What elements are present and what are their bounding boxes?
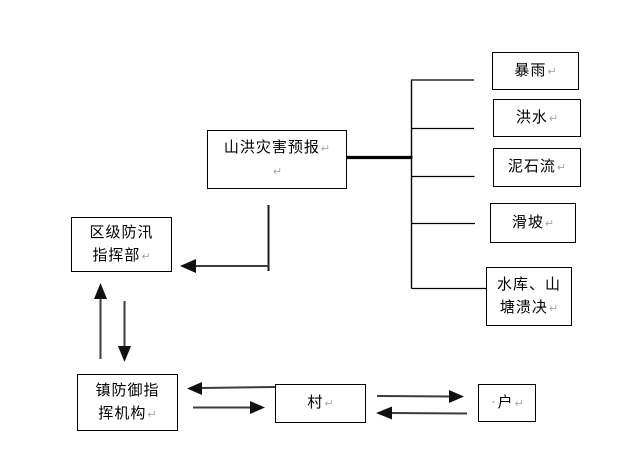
- arrow-head-right: [449, 390, 464, 403]
- arrow-head-left: [376, 406, 392, 420]
- node-district-flood-hq: 区级防汛 指挥部↵: [71, 217, 172, 272]
- node-label-line2: 指挥部: [92, 247, 141, 264]
- paragraph-mark-icon: ↵: [544, 216, 555, 230]
- paragraph-mark-icon: ↵: [320, 141, 331, 155]
- hazard-tree-connectors: [339, 79, 486, 290]
- node-household: ·户↵: [478, 384, 536, 422]
- arrow-shaft: [376, 395, 451, 398]
- arrow-head-left: [187, 382, 202, 395]
- node-label-line1: 镇防御指: [95, 382, 160, 399]
- arrow-household-to-village: [376, 406, 468, 420]
- arrow-head-up: [94, 283, 107, 299]
- arrow-shaft: [389, 412, 468, 415]
- node-label-line1: 区级防汛: [89, 224, 154, 241]
- node-reservoir-burst: 水库、山 塘溃决↵: [486, 267, 572, 326]
- node-label-line1: 水库、山: [496, 276, 561, 293]
- paragraph-mark-icon: ↵: [324, 397, 334, 410]
- paragraph-mark-icon: ↵: [548, 301, 559, 315]
- node-label: 洪水: [515, 109, 548, 126]
- paragraph-mark-icon: ↵: [272, 164, 283, 178]
- node-label-line2: 塘溃决: [499, 299, 548, 316]
- node-label: 户: [497, 394, 514, 411]
- paragraph-mark-icon: ↵: [548, 111, 559, 125]
- arrow-head-left: [180, 259, 196, 273]
- node-rainstorm: 暴雨↵: [492, 52, 579, 90]
- arrow-village-to-household: [376, 390, 464, 403]
- arrow-forecast-to-district-hq: [180, 205, 270, 273]
- node-label: 山洪灾害预报: [223, 139, 320, 156]
- arrow-district-to-town-down: [118, 301, 131, 362]
- paragraph-mark-icon: ↵: [141, 249, 151, 263]
- paragraph-mark-icon: ↵: [514, 396, 524, 410]
- node-landslide: 滑坡↵: [490, 203, 576, 243]
- node-town-defense-hq: 镇防御指 挥机构↵: [77, 374, 178, 431]
- node-label-line2: 挥机构: [98, 405, 147, 422]
- node-label: 滑坡: [511, 214, 544, 231]
- paragraph-mark-icon: ↵: [147, 407, 157, 421]
- node-flood-forecast: 山洪灾害预报↵ ↵: [207, 130, 347, 189]
- paragraph-mark-icon: ↵: [547, 64, 557, 78]
- node-label: 泥石流: [507, 159, 556, 175]
- arrow-shaft: [200, 386, 276, 389]
- arrow-head-down: [118, 346, 131, 362]
- arrow-head-right: [250, 401, 265, 414]
- node-debris-flow: 泥石流↵: [493, 148, 581, 187]
- arrow-town-to-district-up: [94, 283, 107, 359]
- node-flood: 洪水↵: [493, 99, 581, 137]
- node-label: 暴雨: [514, 62, 547, 79]
- space-mark-icon: ·: [491, 395, 496, 411]
- node-label: 村: [307, 395, 324, 411]
- arrow-village-to-town: [187, 382, 276, 395]
- node-village: 村↵: [275, 384, 366, 423]
- paragraph-mark-icon: ↵: [556, 161, 567, 174]
- arrow-town-to-village: [193, 401, 265, 414]
